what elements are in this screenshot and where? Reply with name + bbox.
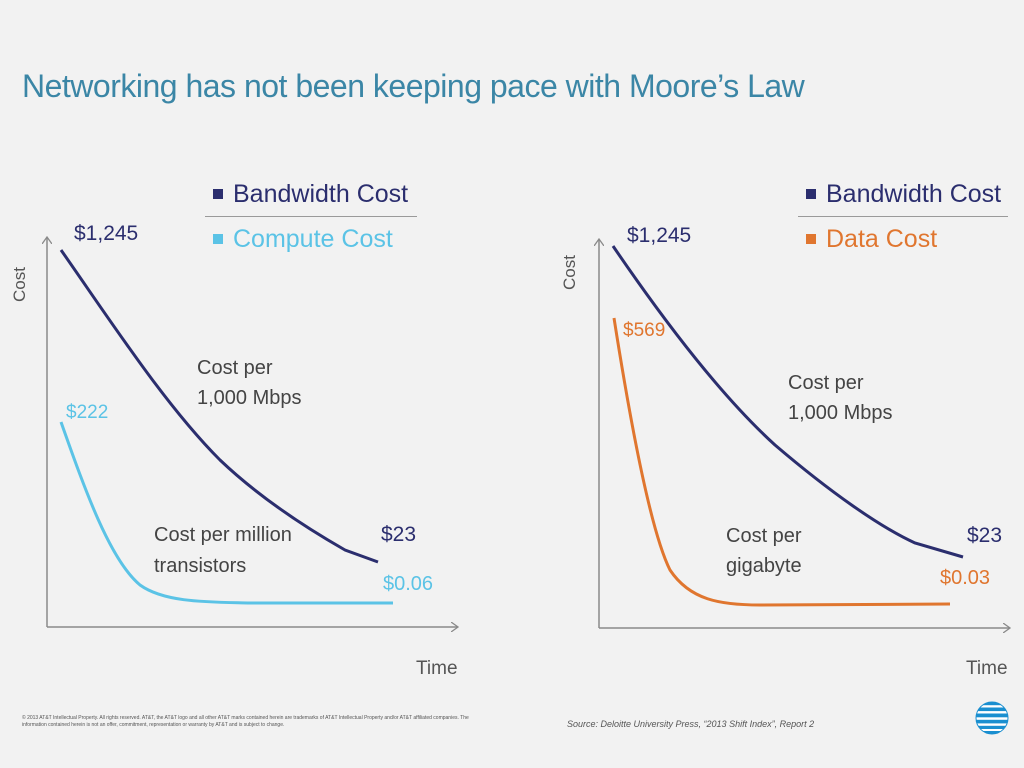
series-line-bandwidth (59, 249, 379, 564)
chart-right: Cost Time $1,245 $569 $23 $0.03 Cost per… (560, 224, 1009, 679)
slide-title: Networking has not been keeping pace wit… (22, 68, 805, 104)
annotation-bandwidth: Cost per 1,000 Mbps (197, 357, 302, 409)
annotation-line: 1,000 Mbps (788, 402, 893, 424)
data-label-end-bandwidth: $23 (967, 524, 1002, 547)
chart-left: Cost Time $1,245 $222 $23 $0.06 Cost per… (10, 222, 458, 679)
annotation-bandwidth: Cost per 1,000 Mbps (788, 372, 893, 424)
series-line-bandwidth (611, 245, 964, 559)
legend-item-bandwidth: Bandwidth Cost (798, 172, 1008, 216)
annotation-compute: Cost per million transistors (154, 524, 297, 577)
legend-right: Bandwidth Cost Data Cost (798, 172, 1008, 261)
att-globe-icon (974, 698, 1010, 743)
legend-item-data: Data Cost (798, 217, 1008, 261)
legend-divider (205, 216, 417, 217)
data-label-start-bandwidth: $1,245 (627, 224, 691, 247)
annotation-line: Cost per million (154, 524, 292, 546)
footer-source-text: Source: Deloitte University Press, “2013… (567, 719, 815, 729)
legend-left: Bandwidth Cost Compute Cost (205, 172, 417, 261)
legend-item-bandwidth: Bandwidth Cost (205, 172, 417, 216)
x-axis-label: Time (966, 658, 1008, 679)
data-label-end-compute: $0.06 (383, 573, 433, 595)
y-axis-label: Cost (10, 267, 29, 302)
legend-swatch-bandwidth (806, 189, 816, 199)
legend-swatch-bandwidth (213, 189, 223, 199)
annotation-line: Cost per (197, 357, 273, 379)
legend-label: Data Cost (826, 224, 938, 253)
legend-label: Bandwidth Cost (233, 179, 409, 208)
data-label-end-data: $0.03 (940, 567, 990, 589)
annotation-line: 1,000 Mbps (197, 387, 302, 409)
series-line-compute (59, 421, 393, 605)
annotation-line: gigabyte (726, 555, 802, 577)
x-axis-label: Time (416, 658, 458, 679)
annotation-line: Cost per (788, 372, 864, 394)
legend-swatch-data (806, 234, 816, 244)
annotation-line: transistors (154, 555, 246, 577)
annotation-data: Cost per gigabyte (726, 525, 807, 577)
att-globe-icon-graphic (975, 701, 1009, 735)
data-label-end-bandwidth: $23 (381, 523, 416, 546)
series-line-data (612, 317, 951, 607)
data-label-start-compute: $222 (66, 402, 108, 423)
data-label-start-data: $569 (623, 320, 665, 341)
footer-legal-text: © 2013 AT&T Intellectual Property. All r… (22, 715, 469, 728)
annotation-line: Cost per (726, 525, 802, 547)
legend-swatch-compute (213, 234, 223, 244)
data-label-start-bandwidth: $1,245 (74, 222, 138, 245)
legend-label: Bandwidth Cost (826, 179, 1002, 208)
y-axis-label: Cost (560, 255, 579, 290)
legend-divider (798, 216, 1008, 217)
legend-item-compute: Compute Cost (205, 217, 417, 261)
legend-label: Compute Cost (233, 224, 393, 253)
